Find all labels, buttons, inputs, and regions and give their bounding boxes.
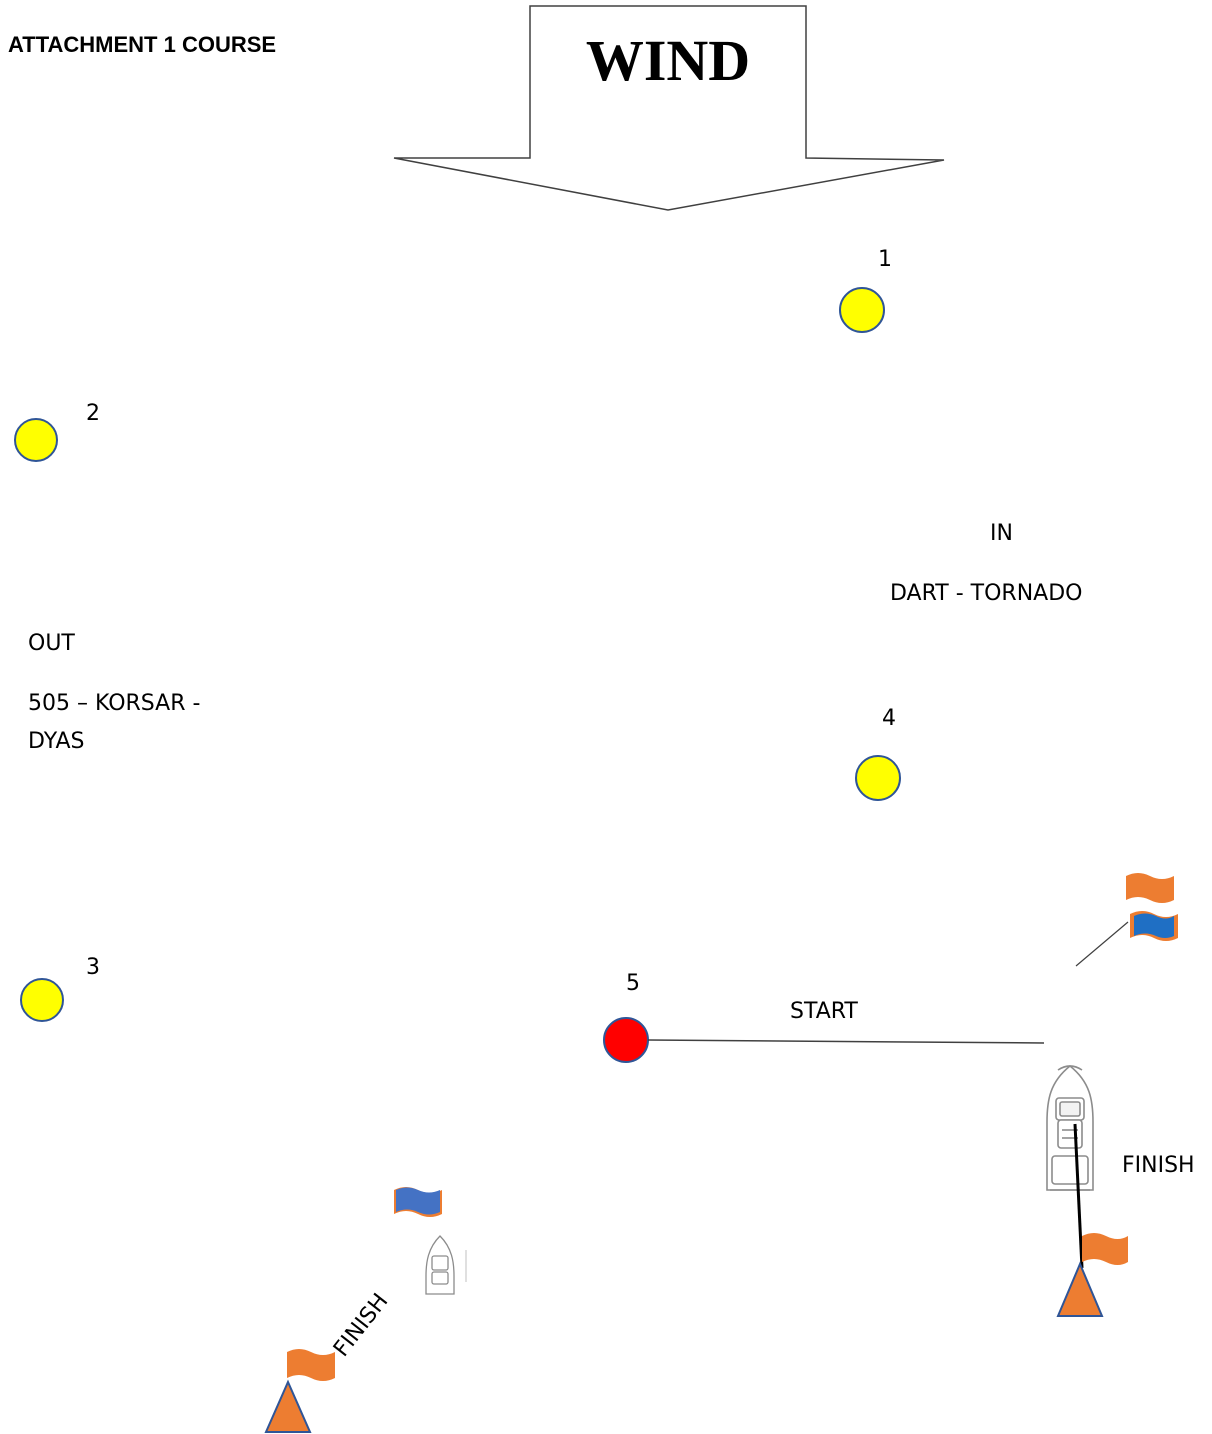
wind-arrow: WIND [393,5,945,211]
mark-5-buoy-icon [603,1017,649,1063]
out-heading: OUT [28,631,75,656]
page-title: ATTACHMENT 1 COURSE [8,32,276,57]
mark-3: 3 [20,955,100,1022]
flag-rope-line [1075,921,1129,967]
mark-3-label: 3 [86,955,100,980]
finish-line-right [1073,1123,1084,1269]
finish-buoy-right-icon [1056,1233,1128,1317]
out-classes-line1: 505 – KORSAR - [28,691,200,716]
wind-label: WIND [586,28,750,93]
in-classes: DART - TORNADO [890,581,1082,606]
blue-flag-icon [1130,911,1178,941]
mark-3-buoy-icon [20,978,64,1022]
mark-4: 4 [855,706,901,801]
finish-left-label: FINISH [329,1289,393,1362]
mark-1-buoy-icon [839,287,885,333]
blue-flag-left-icon [394,1187,442,1217]
committee-boat-real-icon [1046,1064,1094,1191]
start-label: START [790,999,858,1024]
mark-5: 5 [603,971,649,1063]
mark-1: 1 [839,247,892,333]
orange-flag-icon [1126,873,1174,903]
out-classes-line2: DYAS [28,729,84,754]
mark-2-buoy-icon [14,418,58,462]
mark-2: 2 [14,401,100,462]
in-heading: IN [990,521,1013,546]
mark-4-buoy-icon [855,755,901,801]
mark-1-label: 1 [878,247,892,272]
start-line [647,1039,1045,1044]
mark-5-label: 5 [626,971,640,996]
pin-boat-icon [425,1235,467,1295]
finish-buoy-left-icon [264,1349,335,1433]
mark-2-label: 2 [86,401,100,426]
finish-right-label: FINISH [1122,1153,1195,1178]
mark-4-label: 4 [882,706,896,731]
